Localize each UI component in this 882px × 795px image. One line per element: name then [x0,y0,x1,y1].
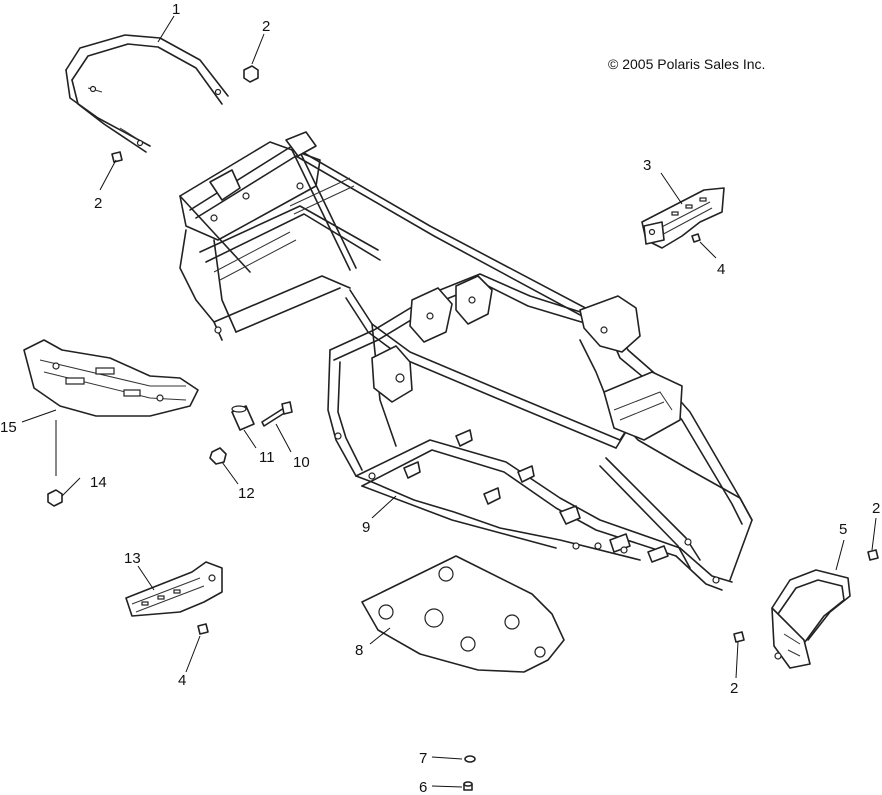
part-9-main-frame [179,131,753,591]
part-1-grab-bar [65,34,229,153]
bolt-4-left [197,623,209,635]
part-14-nut [47,489,63,507]
leader-lines [21,15,877,788]
callout-6: 6 [419,779,427,795]
copyright-text: © 2005 Polaris Sales Inc. [608,56,766,72]
part-13-footrest-left [125,561,223,617]
bolt-2-front-right [867,549,879,561]
part-8-skid-plate [361,555,565,673]
callout-11: 11 [259,449,275,466]
callout-14: 14 [90,474,107,491]
callout-13: 13 [124,550,141,567]
callout-4-left: 4 [178,672,186,689]
callout-10: 10 [293,454,310,471]
part-5-front-bumper [771,569,851,669]
part-12-nut [209,447,227,465]
bolt-2-left [111,151,123,163]
callout-2-top: 2 [262,18,270,35]
part-6-rivet [463,781,473,791]
callout-1: 1 [172,1,180,18]
callout-12: 12 [238,485,255,502]
part-3-footrest-right [641,187,725,249]
callout-9: 9 [362,519,370,536]
part-11-spacer [231,405,255,431]
bolt-2-top [243,65,259,83]
part-10-bolt [261,401,293,427]
callout-2-front-bottom: 2 [730,680,738,697]
part-7-washer [464,755,476,763]
callout-7: 7 [419,750,427,767]
callout-8: 8 [355,642,363,659]
bolt-2-front-bottom [733,631,745,643]
bolt-4-right [691,233,701,243]
part-15-rear-guard [23,339,199,417]
callout-2-left: 2 [94,195,102,212]
callout-4-right: 4 [717,261,725,278]
callout-5: 5 [839,521,847,538]
callout-2-front-right: 2 [872,500,880,517]
callout-15: 15 [0,419,17,436]
callout-3: 3 [643,157,651,174]
